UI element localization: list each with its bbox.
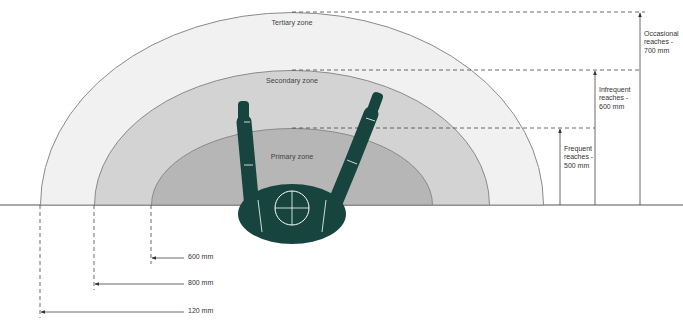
dimension-line bbox=[41, 312, 184, 313]
left-hand bbox=[238, 101, 249, 121]
reach-zone: Tertiary zoneSecondary zonePrimary zone bbox=[40, 12, 544, 205]
extension-line bbox=[292, 12, 645, 13]
dimension-label: Occasional reaches - 700 mm bbox=[644, 30, 680, 55]
figure-detail bbox=[244, 165, 253, 166]
dimension-label: 120 mm bbox=[188, 307, 228, 315]
head bbox=[275, 191, 309, 225]
dimension-label: 800 mm bbox=[188, 279, 228, 287]
extension-line bbox=[151, 205, 152, 264]
zone-label: Tertiary zone bbox=[40, 12, 544, 27]
dimension-line bbox=[560, 129, 561, 205]
left-arm bbox=[244, 122, 252, 208]
dimension-line bbox=[640, 13, 641, 205]
figure-detail bbox=[322, 200, 326, 232]
right-arm bbox=[333, 114, 371, 208]
extension-line bbox=[40, 205, 41, 318]
right-hand bbox=[367, 91, 384, 114]
dimension-label: Infrequent reaches - 600 mm bbox=[599, 86, 636, 111]
extension-line bbox=[292, 128, 595, 129]
dimension-label: Frequent reaches - 500 mm bbox=[564, 145, 595, 170]
extension-line bbox=[94, 205, 95, 290]
figure-detail bbox=[258, 200, 262, 232]
dimension-label: 600 mm bbox=[188, 253, 228, 261]
dimension-line bbox=[152, 258, 184, 259]
human-figure bbox=[238, 91, 384, 244]
figure-detail bbox=[244, 122, 250, 123]
figure-detail bbox=[366, 118, 375, 121]
zone-outline bbox=[41, 13, 544, 205]
zone-label: Primary zone bbox=[151, 128, 433, 161]
figure-detail bbox=[292, 191, 293, 225]
figure-detail bbox=[347, 160, 357, 164]
dimension-line bbox=[95, 284, 184, 285]
dimension-line bbox=[595, 71, 596, 205]
extension-line bbox=[292, 70, 640, 71]
zone-label: Secondary zone bbox=[94, 70, 490, 85]
